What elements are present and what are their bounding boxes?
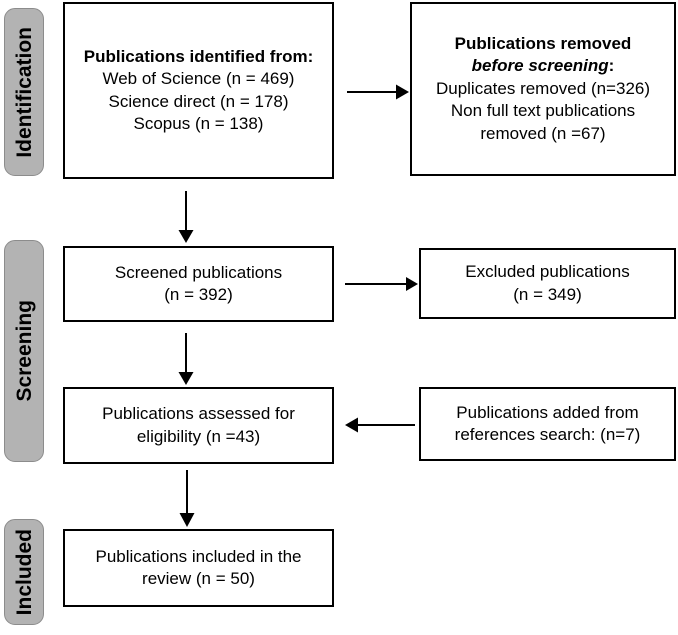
box-excluded-label: Excluded publications [465,262,630,282]
box-excluded-publications: Excluded publications (n = 349) [419,248,676,319]
box-publications-removed-text: Publications removed before screening: D… [412,33,674,145]
arrow-left-icon-added-to-eligible [345,417,415,433]
box-identified-source-2: Scopus (n = 138) [133,113,264,133]
box-identified-source-0: Web of Science (n = 469) [102,69,295,89]
box-identified-title: Publications identified from: [83,46,314,66]
box-removed-reason-0-count: (n=326) [586,78,651,98]
box-publications-removed: Publications removed before screening: D… [410,2,676,176]
arrow-down-icon-identified-to-screened [178,191,194,243]
box-included-label: Publications included in the [95,546,302,566]
box-screened-publications: Screened publications (n = 392) [63,246,334,322]
box-screened-label: Screened publications [114,262,283,282]
box-excluded-count: (n = 349) [513,284,582,304]
box-eligible-count: eligibility (n =43) [136,426,261,446]
stage-label-included: Included [4,519,44,625]
arrow-right-icon-screened-to-excluded [345,277,418,291]
box-removed-title-suffix: : [608,56,615,76]
box-publications-identified: Publications identified from: Web of Sci… [63,2,334,179]
arrow-right-icon-identified-to-removed [347,84,409,100]
stage-label-included-text: Included [12,528,36,616]
box-publications-included-review: Publications included in the review (n =… [63,529,334,607]
box-removed-title-emphasis: before screening [471,56,609,76]
box-added-label: Publications added from [456,402,639,422]
box-publications-included-review-text: Publications included in the review (n =… [89,546,307,591]
box-publications-added-references: Publications added from references searc… [419,387,676,461]
arrow-down-icon-eligible-to-included [179,470,195,527]
box-screened-count: (n = 392) [164,285,233,304]
box-publications-assessed-eligibility: Publications assessed for eligibility (n… [63,387,334,464]
box-publications-added-references-text: Publications added from references searc… [449,402,647,447]
box-removed-reason-0: Duplicates removed [435,78,587,98]
box-identified-source-1: Science direct (n = 178) [108,91,289,111]
stage-label-identification-text: Identification [12,26,36,158]
box-publications-assessed-eligibility-text: Publications assessed for eligibility (n… [96,403,301,448]
box-eligible-label: Publications assessed for [102,404,295,424]
box-removed-title: Publications removed [454,33,632,53]
box-removed-reason-1: Non full text publications removed (n =6… [450,101,636,143]
arrow-down-icon-screened-to-eligible [178,333,194,385]
box-added-count: references search: (n=7) [454,425,641,444]
box-included-count: review (n = 50) [142,569,255,588]
box-screened-publications-text: Screened publications (n = 392) [109,262,288,307]
box-publications-identified-text: Publications identified from: Web of Sci… [78,46,320,136]
box-excluded-publications-text: Excluded publications (n = 349) [459,261,635,306]
stage-label-screening-text: Screening [12,300,36,402]
stage-label-screening: Screening [4,240,44,462]
stage-label-identification: Identification [4,8,44,176]
